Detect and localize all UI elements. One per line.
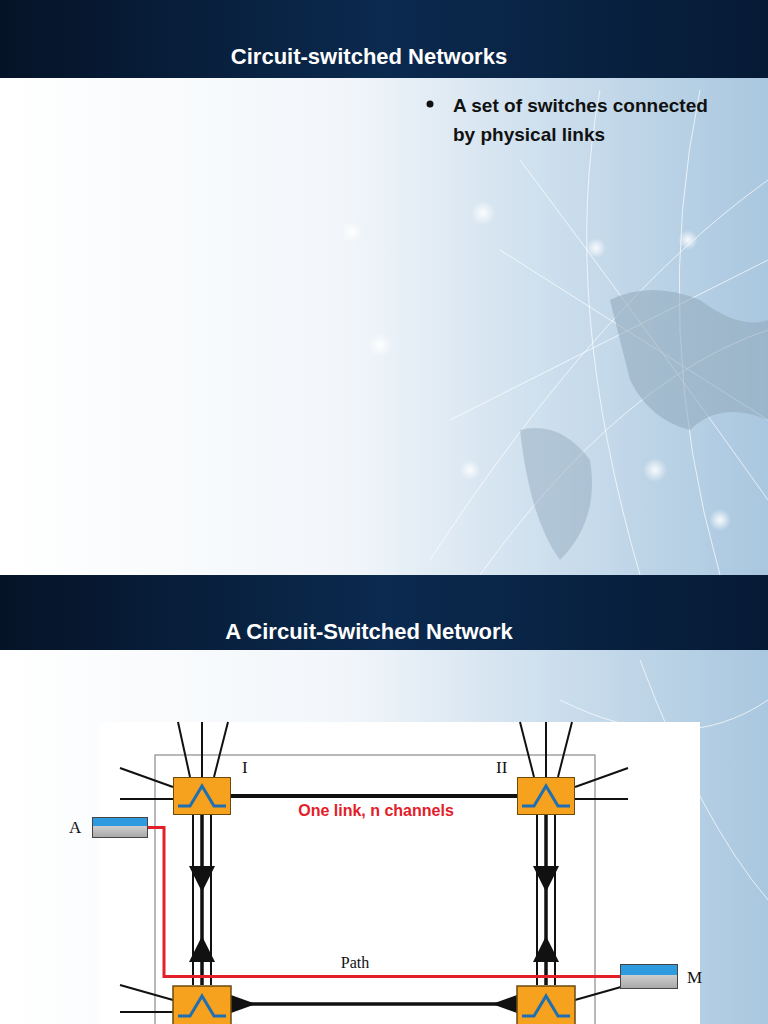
- switch-symbol: [522, 786, 570, 806]
- bullet-dot: [427, 101, 434, 108]
- switch-label: I: [242, 758, 248, 778]
- glow-dot: [678, 230, 698, 250]
- slide-panel: A Circuit-Switched NetworkIIIAM: [0, 575, 768, 1024]
- switch-box: I: [173, 777, 231, 815]
- switch-symbol: [522, 996, 570, 1016]
- station-label: M: [687, 968, 702, 988]
- switch-symbol: [178, 996, 226, 1016]
- link-triangle: [492, 995, 517, 1013]
- glow-dot: [643, 458, 667, 482]
- link-triangle: [189, 866, 215, 892]
- figure-panel: [100, 722, 700, 1024]
- network-lines: [430, 90, 768, 575]
- stub-wires: [520, 722, 572, 777]
- title-bar: [0, 575, 768, 650]
- network-frame: [155, 755, 595, 1024]
- trunk-wires: [120, 722, 628, 1012]
- station-box: A: [92, 817, 148, 838]
- edge-label: One link, n channels: [298, 801, 454, 821]
- link-triangle: [533, 936, 559, 962]
- link-triangle: [231, 995, 256, 1013]
- glow-dot: [342, 222, 362, 242]
- link-heads: [189, 866, 559, 1013]
- glow-dot: [368, 333, 392, 357]
- glow-dot: [709, 509, 731, 531]
- switch-box: [173, 986, 231, 1024]
- link-lines: [202, 815, 546, 1004]
- horizontal-link: [231, 1002, 517, 1006]
- stub-wires: [120, 768, 173, 799]
- glow-dot: [586, 238, 606, 258]
- station-box: M: [620, 964, 678, 989]
- continent-shape: [610, 290, 768, 430]
- stub-wires: [120, 985, 173, 1012]
- station-label: A: [69, 818, 81, 838]
- network-dots: [342, 201, 731, 531]
- link-line: [231, 794, 517, 798]
- path-line: [148, 828, 620, 977]
- continent-shape: [520, 428, 592, 560]
- globe-arc: [430, 180, 768, 560]
- link-triangle: [533, 866, 559, 892]
- slide-title: A Circuit-Switched Network: [0, 617, 738, 647]
- glow-dot: [460, 460, 480, 480]
- stub-wires: [178, 722, 228, 777]
- edge-label: Path: [341, 953, 369, 973]
- slide-title: Circuit-switched Networks: [0, 42, 738, 72]
- slide-panel: [0, 575, 768, 1024]
- glow-dot: [471, 201, 495, 225]
- title-bar: [0, 0, 768, 78]
- slide-panel: Circuit-switched Networks A set of switch…: [0, 0, 768, 575]
- bullet-text: A set of switches connected by physical …: [453, 91, 715, 149]
- switch-box: II: [517, 777, 575, 815]
- link-triangle: [189, 936, 215, 962]
- switch-box: [517, 986, 575, 1024]
- slide-panel: [0, 0, 768, 575]
- switch-label: II: [496, 758, 507, 778]
- switch-symbol: [178, 786, 226, 806]
- stub-wires: [575, 768, 628, 799]
